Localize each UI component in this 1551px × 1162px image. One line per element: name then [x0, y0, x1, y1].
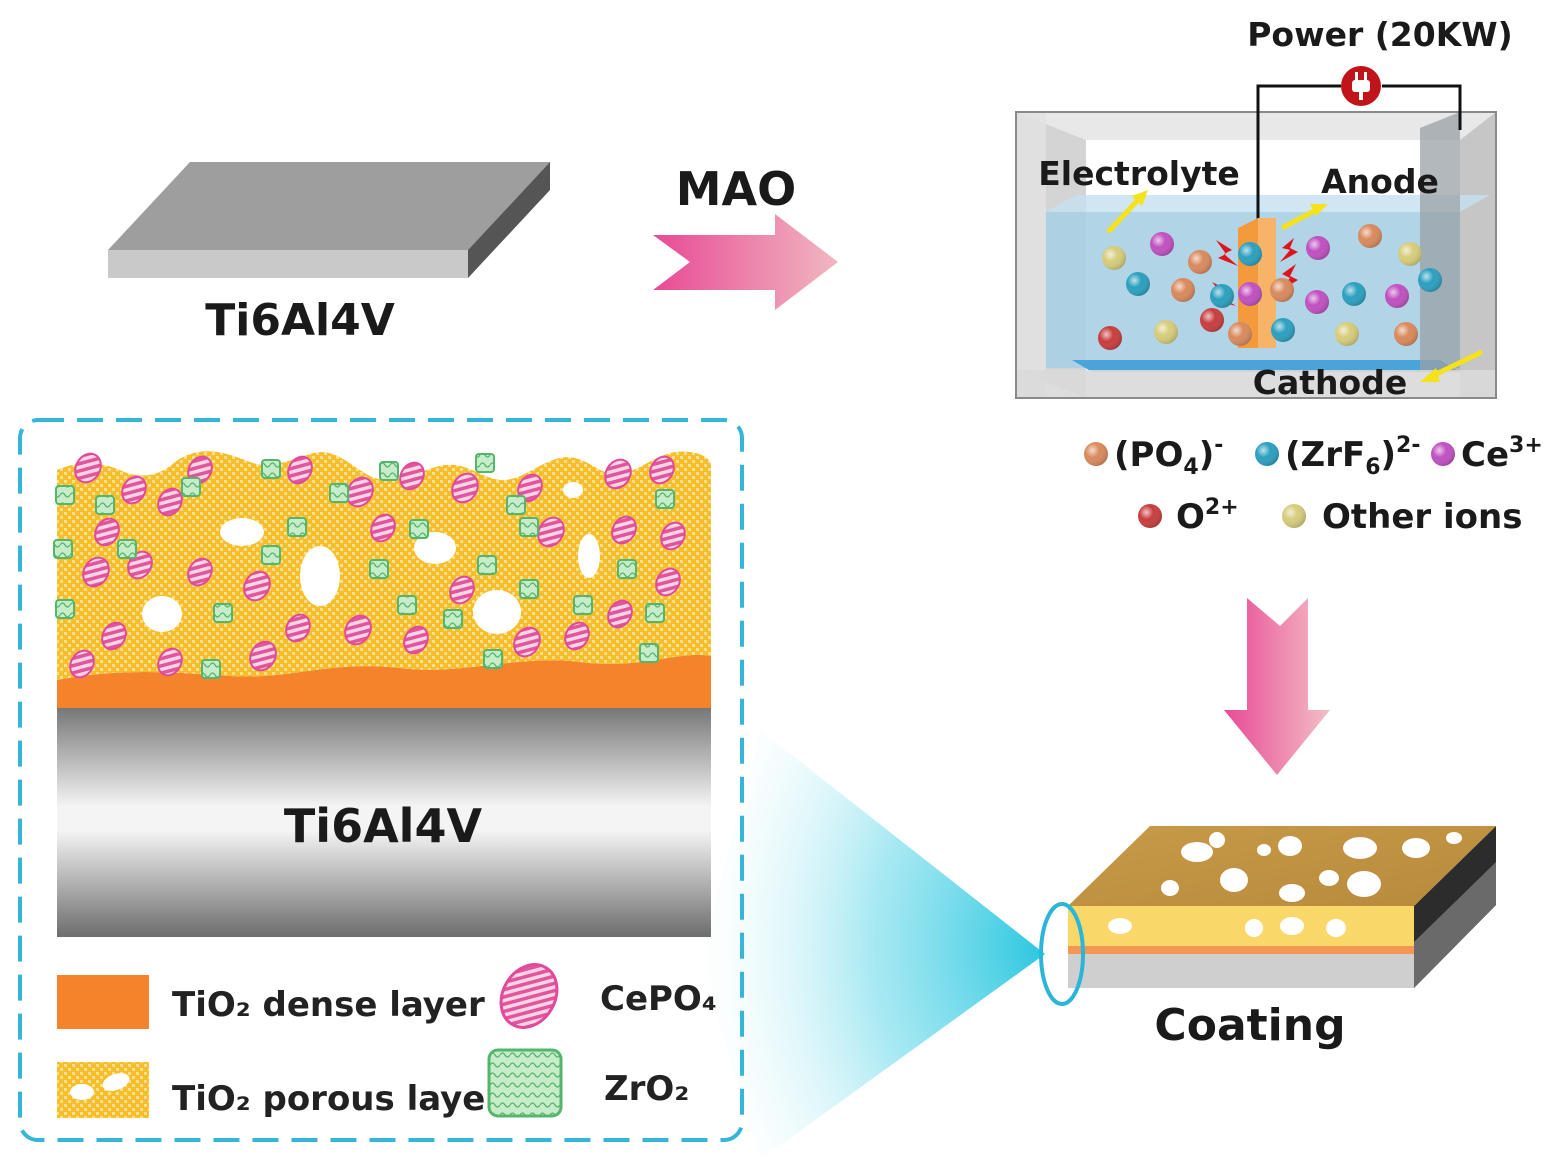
legend-porous-swatch	[57, 1062, 149, 1118]
svg-text:O2+: O2+	[1176, 495, 1239, 537]
layer-legend: TiO₂ dense layer TiO₂ porous layer CePO₄…	[57, 963, 717, 1119]
zro2-particles	[53, 453, 675, 679]
ion-legend: (PO4)- (ZrF6)2- Ce3+ O2+ Other ions	[1084, 433, 1543, 537]
zoom-glow	[700, 730, 1045, 1160]
ion-legend-o: O2+	[1138, 495, 1239, 537]
svg-text:(ZrF6)2-: (ZrF6)2-	[1285, 433, 1421, 480]
ion-zrf6-sup: 2-	[1396, 433, 1420, 458]
ion-o-base: O	[1176, 497, 1205, 537]
ion-legend-other: Other ions	[1282, 497, 1522, 537]
cepo4-particles	[69, 452, 686, 679]
pores	[142, 482, 600, 634]
legend-cepo4-swatch	[499, 963, 559, 1029]
cross-section-border	[18, 418, 744, 1142]
svg-text:(PO4)-: (PO4)-	[1114, 433, 1223, 480]
coating-label: Coating	[1154, 1000, 1345, 1051]
ion-ce-sup: 3+	[1509, 433, 1543, 458]
electrolyte-label: Electrolyte	[1038, 154, 1240, 193]
mao-arrow	[653, 214, 838, 310]
substrate-plate	[108, 162, 550, 278]
ion-o-sup: 2+	[1205, 495, 1239, 520]
power-plug-icon	[1341, 66, 1381, 106]
ion-ce-base: Ce	[1461, 435, 1509, 475]
ion-po4-base: (PO	[1114, 435, 1183, 475]
ion-other-label: Other ions	[1322, 497, 1522, 537]
ion-particles	[1098, 224, 1442, 350]
ion-po4-sup: -	[1214, 433, 1223, 458]
ion-legend-zrf6: (ZrF6)2-	[1255, 433, 1421, 480]
legend-dense-label: TiO₂ dense layer	[172, 985, 485, 1025]
substrate-label: Ti6Al4V	[205, 295, 395, 346]
legend-porous-label: TiO₂ porous layer	[172, 1079, 502, 1119]
svg-text:Ce3+: Ce3+	[1461, 433, 1543, 475]
cross-section-substrate	[57, 700, 711, 937]
ion-zrf6-tail: )	[1381, 435, 1397, 475]
ion-zrf6-base: (ZrF	[1285, 435, 1365, 475]
dense-layer	[57, 654, 711, 708]
process-label: MAO	[676, 162, 796, 216]
legend-zro2-label: ZrO₂	[604, 1069, 689, 1109]
cathode-label: Cathode	[1253, 363, 1407, 402]
ion-po4-tail: )	[1199, 435, 1215, 475]
electrolytic-cell	[1015, 66, 1497, 399]
cross-section-substrate-label: Ti6Al4V	[284, 799, 483, 853]
ion-legend-po4: (PO4)-	[1084, 433, 1223, 480]
ion-po4-sub: 4	[1183, 455, 1198, 480]
down-arrow	[1224, 598, 1330, 775]
legend-cepo4-label: CePO₄	[600, 979, 717, 1019]
ion-legend-ce: Ce3+	[1431, 433, 1543, 475]
power-label: Power (20KW)	[1247, 15, 1513, 54]
ion-zrf6-sub: 6	[1365, 455, 1380, 480]
legend-dense-swatch	[57, 975, 149, 1029]
legend-zro2-swatch	[487, 1048, 563, 1118]
pointer-arrows	[1106, 190, 1484, 382]
coating-block	[1039, 826, 1496, 1006]
anode-label: Anode	[1321, 162, 1439, 201]
cathode-plate	[1072, 360, 1460, 372]
